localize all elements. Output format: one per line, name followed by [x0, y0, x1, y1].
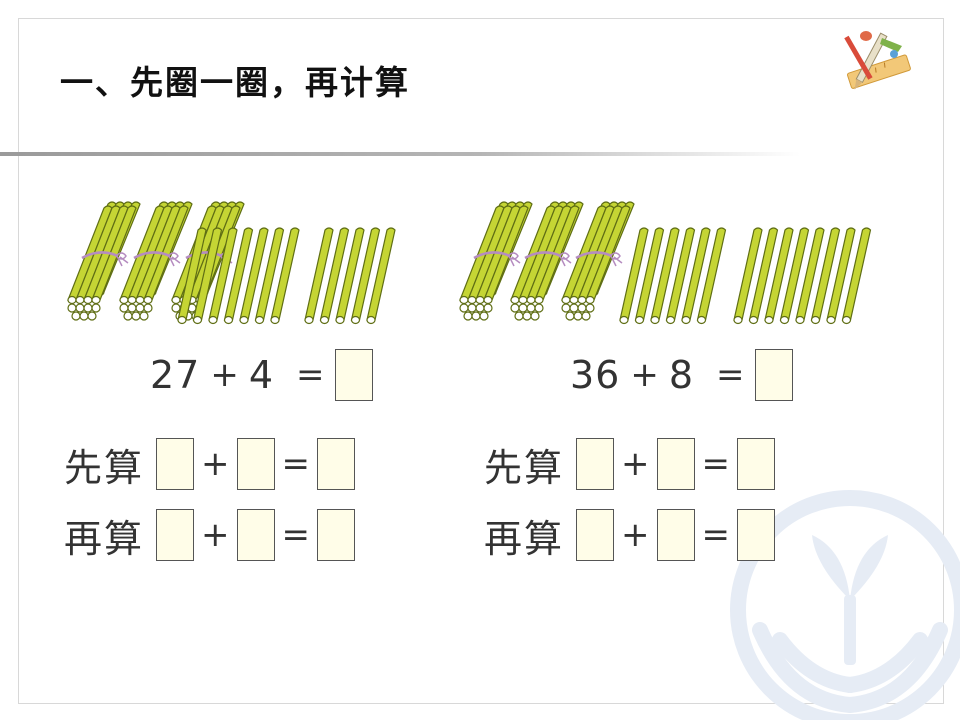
plus-sign: +: [621, 444, 650, 484]
plus-sign: +: [210, 355, 239, 395]
answer-box[interactable]: [334, 349, 373, 401]
stick-bundle: [67, 201, 141, 321]
counting-stick: [733, 227, 763, 325]
hands-sprout-emblem-icon: [730, 490, 960, 720]
first-step-box-a[interactable]: [576, 438, 614, 490]
second-step-label: 再算: [484, 516, 565, 561]
addend-a: 27: [150, 353, 201, 397]
counting-stick: [585, 205, 631, 305]
addend-b: 4: [248, 353, 275, 397]
problem-2-second-step-row: 再算 + =: [484, 508, 775, 562]
counting-stick: [696, 227, 727, 325]
first-step-box-b[interactable]: [656, 438, 695, 490]
first-step-box-a[interactable]: [156, 438, 194, 490]
second-step-box-b[interactable]: [236, 509, 275, 561]
second-step-box-a[interactable]: [156, 509, 194, 561]
counting-stick: [841, 227, 872, 325]
problem-2-equation: 36 + 8 =: [570, 348, 793, 402]
counting-stick: [826, 227, 856, 325]
counting-stick: [650, 227, 680, 325]
counting-stick: [254, 227, 285, 325]
counting-stick: [192, 227, 223, 325]
counting-stick: [350, 227, 381, 325]
counting-stick: [239, 227, 269, 325]
header-divider: [0, 152, 800, 156]
counting-stick: [143, 205, 189, 305]
counting-stick: [270, 227, 300, 325]
problem-1-first-step-row: 先算 + =: [64, 437, 355, 491]
first-step-box-b[interactable]: [236, 438, 275, 490]
second-step-label: 再算: [64, 516, 145, 561]
counting-stick: [534, 205, 580, 305]
plus-sign: +: [630, 355, 659, 395]
equals-sign: =: [281, 515, 311, 555]
addend-a: 36: [570, 353, 621, 397]
problem-2-sticks: [459, 201, 872, 325]
equals-sign: =: [701, 444, 731, 484]
counting-stick: [619, 227, 649, 325]
second-step-box-result[interactable]: [317, 509, 355, 561]
counting-stick: [177, 227, 207, 325]
loose-stick-group: [304, 227, 396, 325]
equals-sign: =: [701, 515, 731, 555]
problem-1-second-step-row: 再算 + =: [64, 508, 355, 562]
counting-stick: [764, 227, 794, 325]
counting-stick: [223, 227, 254, 325]
counting-stick: [748, 227, 779, 325]
plus-sign: +: [201, 444, 230, 484]
equals-sign: =: [296, 355, 325, 395]
loose-stick-group: [733, 227, 872, 325]
counting-stick: [795, 227, 825, 325]
equals-sign: =: [281, 444, 311, 484]
first-step-label: 先算: [484, 445, 565, 490]
addend-b: 8: [668, 353, 695, 397]
stick-bundle: [510, 201, 584, 321]
second-step-box-result[interactable]: [737, 509, 775, 561]
problem-1-sticks: [67, 201, 396, 325]
counting-stick: [366, 227, 396, 325]
stick-bundle: [561, 201, 635, 321]
counting-stick: [810, 227, 841, 325]
counting-stick: [483, 205, 529, 305]
plus-sign: +: [201, 515, 230, 555]
loose-stick-group: [619, 227, 727, 325]
second-step-box-b[interactable]: [656, 509, 695, 561]
paintbrush-pencil-ruler-icon: [844, 31, 911, 90]
first-step-box-result[interactable]: [317, 438, 355, 490]
first-step-label: 先算: [64, 445, 145, 490]
counting-sticks-illustration: [67, 201, 872, 325]
counting-stick: [779, 227, 810, 325]
counting-stick: [335, 227, 365, 325]
problem-2-first-step-row: 先算 + =: [484, 437, 775, 491]
loose-stick-group: [177, 227, 300, 325]
first-step-box-result[interactable]: [737, 438, 775, 490]
plus-sign: +: [621, 515, 650, 555]
page-title: 一、先圈一圈，再计算: [60, 63, 410, 102]
counting-stick: [319, 227, 350, 325]
counting-stick: [681, 227, 711, 325]
counting-stick: [634, 227, 665, 325]
answer-box[interactable]: [754, 349, 793, 401]
problem-1-equation: 27 + 4 =: [150, 348, 373, 402]
stick-bundle: [119, 201, 193, 321]
second-step-box-a[interactable]: [576, 509, 614, 561]
counting-stick: [304, 227, 334, 325]
counting-stick: [208, 227, 238, 325]
equals-sign: =: [716, 355, 745, 395]
stick-bundle: [459, 201, 533, 321]
counting-stick: [665, 227, 696, 325]
